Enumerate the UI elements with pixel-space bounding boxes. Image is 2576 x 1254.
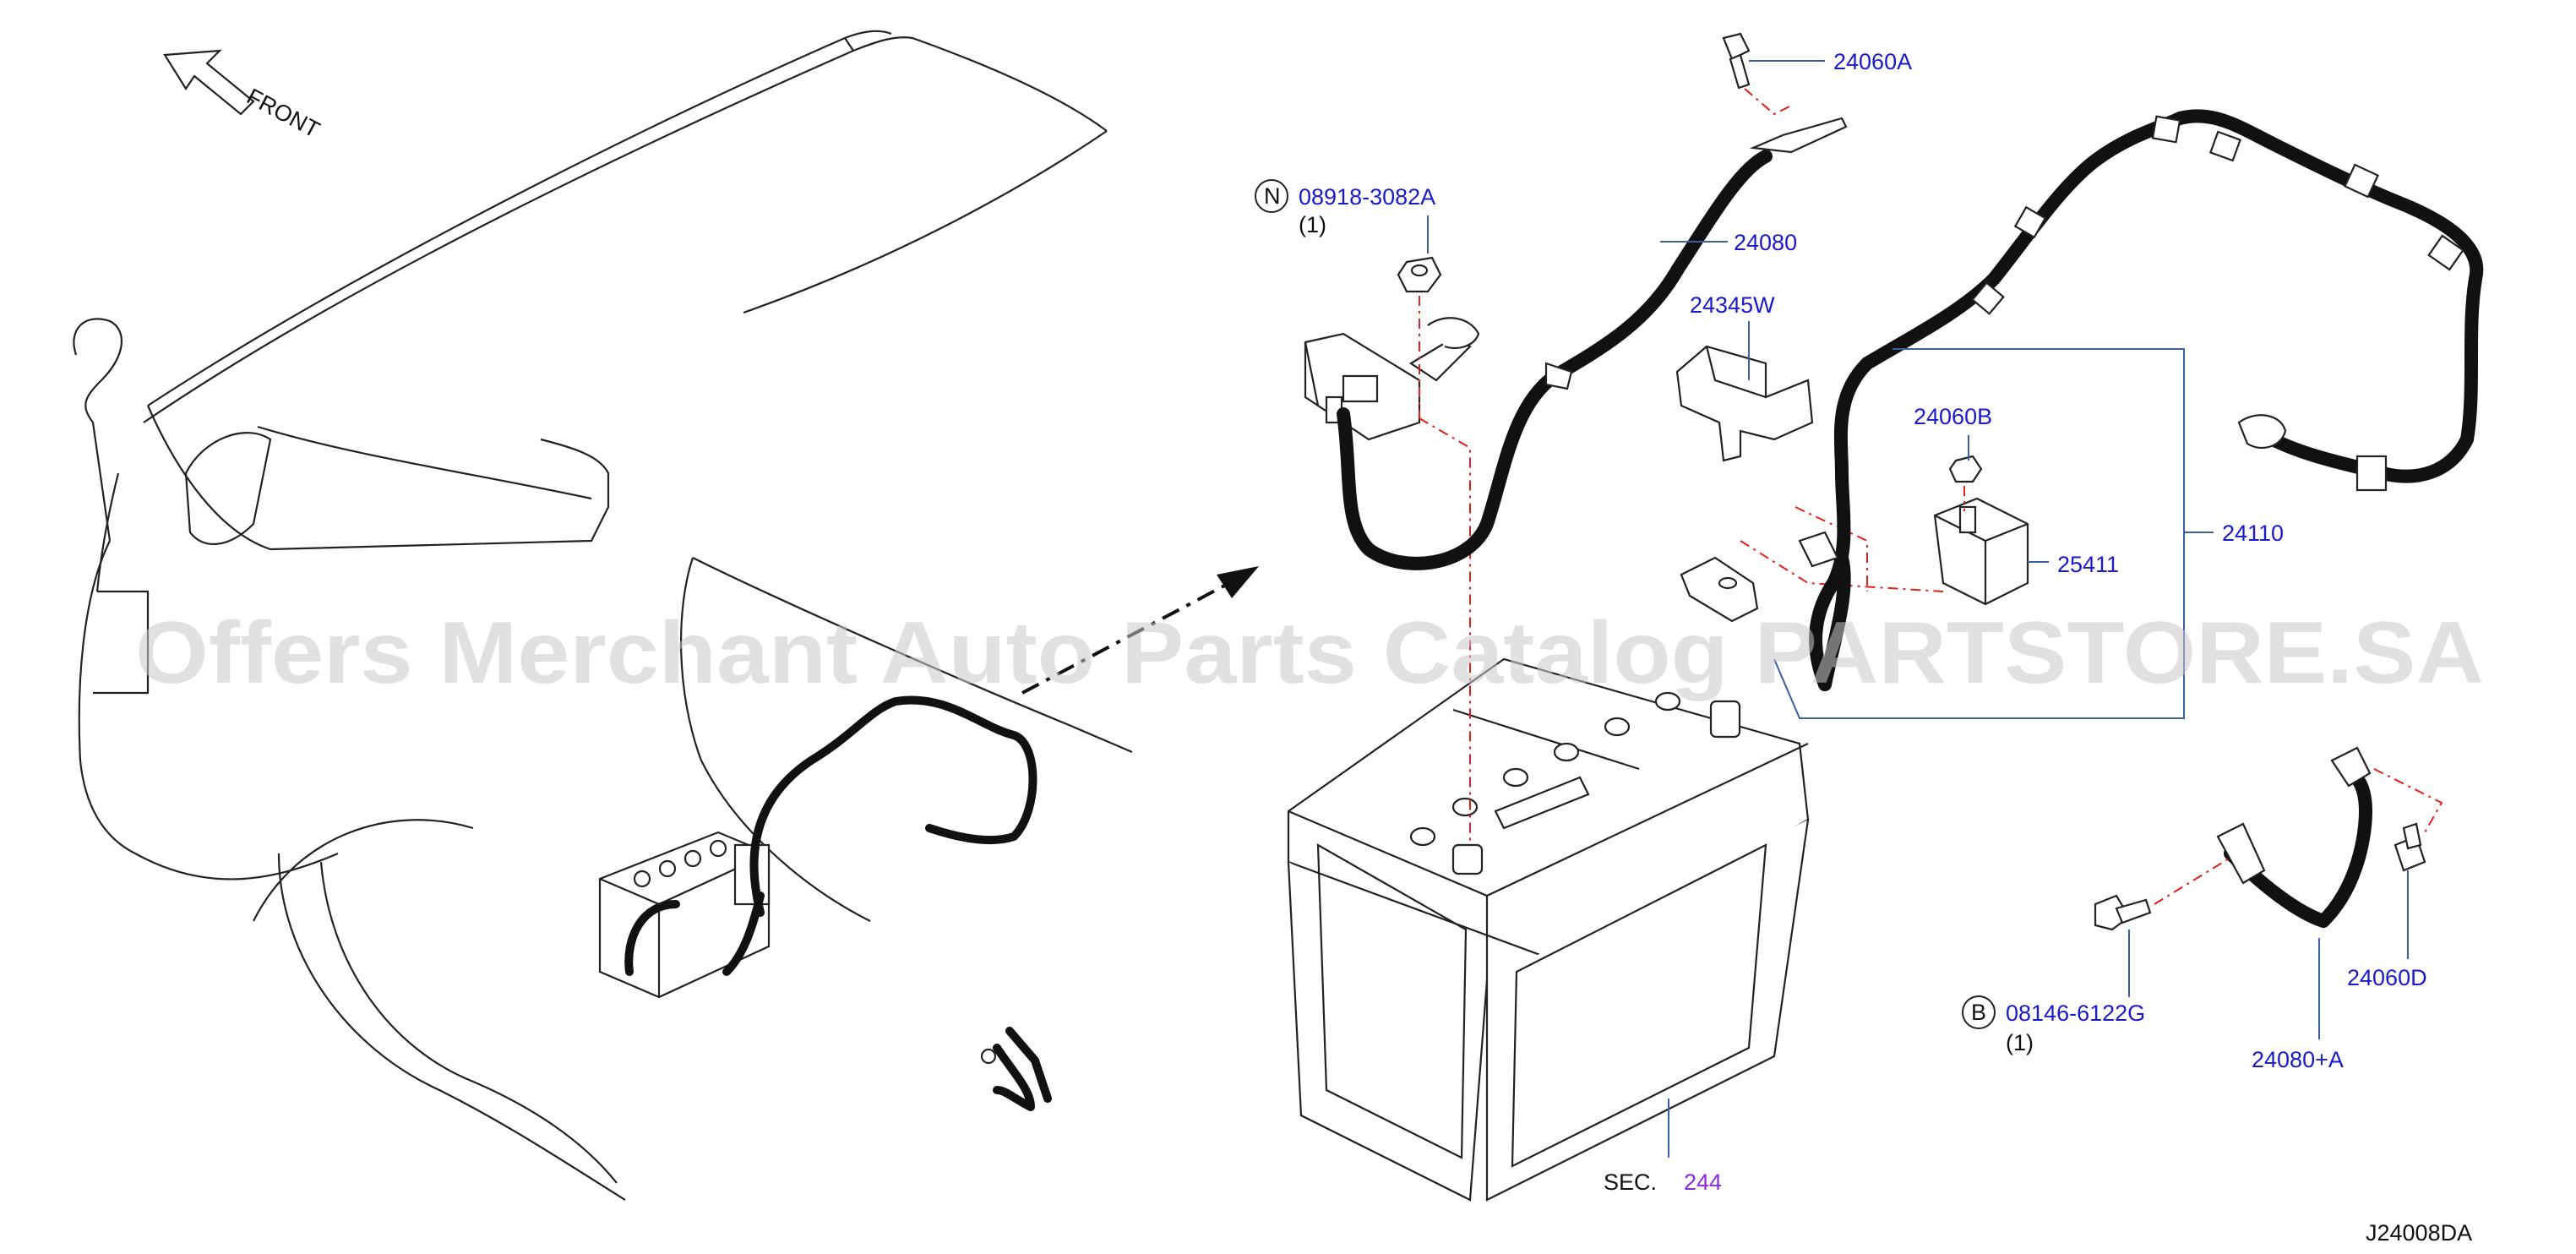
leader-lines — [1427, 60, 2409, 1158]
cable-24110 — [1798, 109, 2484, 691]
label-24080: 24080 — [1734, 230, 1797, 255]
bolt-24060A — [1722, 32, 1751, 90]
badge-n-icon — [1255, 179, 1288, 213]
vehicle-battery-cables — [624, 695, 1037, 1111]
section-label: SEC. — [1604, 1169, 1657, 1195]
insulator-24345W — [1675, 345, 1814, 462]
diagram-code: J24008DA — [2366, 1220, 2472, 1246]
terminal-junction-line — [1794, 506, 1868, 592]
front-label: FRONT — [242, 84, 324, 143]
vehicle-ground-cable — [980, 1027, 1052, 1103]
label-24345W: 24345W — [1690, 292, 1775, 318]
front-arrow-icon — [163, 49, 255, 116]
cable-24110-clips — [1971, 115, 2464, 492]
vehicle-battery-illustration — [598, 831, 771, 999]
label-24110: 24110 — [2222, 521, 2284, 546]
vehicle-outline — [73, 30, 1133, 1201]
positive-terminal — [1680, 556, 1759, 623]
nut-08918 — [1397, 256, 1442, 293]
bolt-08146-assembly-line — [2154, 857, 2231, 905]
negative-terminal-assembly-line — [1419, 417, 1471, 845]
watermark: Offers Merchant Auto Parts Catalog PARTS… — [135, 604, 2484, 702]
qty-08918: (1) — [1299, 212, 1326, 237]
nut-24060B — [1948, 455, 1983, 483]
bolt-24060D — [2394, 822, 2426, 872]
positive-terminal-assembly-line — [1740, 540, 1944, 592]
label-24060D: 24060D — [2347, 965, 2427, 990]
battery — [1287, 657, 1810, 1202]
bolt-08146 — [2094, 894, 2152, 931]
ground-cable-24080A — [2216, 746, 2372, 928]
badge-b-text: B — [1971, 1000, 1986, 1025]
qty-08146: (1) — [2006, 1030, 2034, 1055]
detail-arrow — [1021, 566, 1259, 695]
label-24060A: 24060A — [1833, 49, 1912, 74]
badge-n-text: N — [1264, 183, 1281, 209]
cable-24080 — [1337, 117, 1848, 570]
label-08918-3082A: 08918-3082A — [1299, 184, 1435, 210]
bolt-24060A-assembly-line — [1744, 88, 1792, 116]
fusible-link-25411 — [1933, 497, 2029, 606]
label-24080-A: 24080+A — [2252, 1047, 2344, 1072]
negative-terminal-sensor — [1304, 317, 1480, 441]
badge-b-icon — [1962, 995, 1996, 1029]
label-08146-6122G: 08146-6122G — [2006, 1000, 2145, 1026]
label-25411: 25411 — [2057, 552, 2119, 577]
section-number-link[interactable]: 244 — [1684, 1169, 1722, 1195]
bolt-24060D-assembly-line — [2373, 768, 2443, 833]
label-24060B: 24060B — [1914, 404, 1992, 429]
